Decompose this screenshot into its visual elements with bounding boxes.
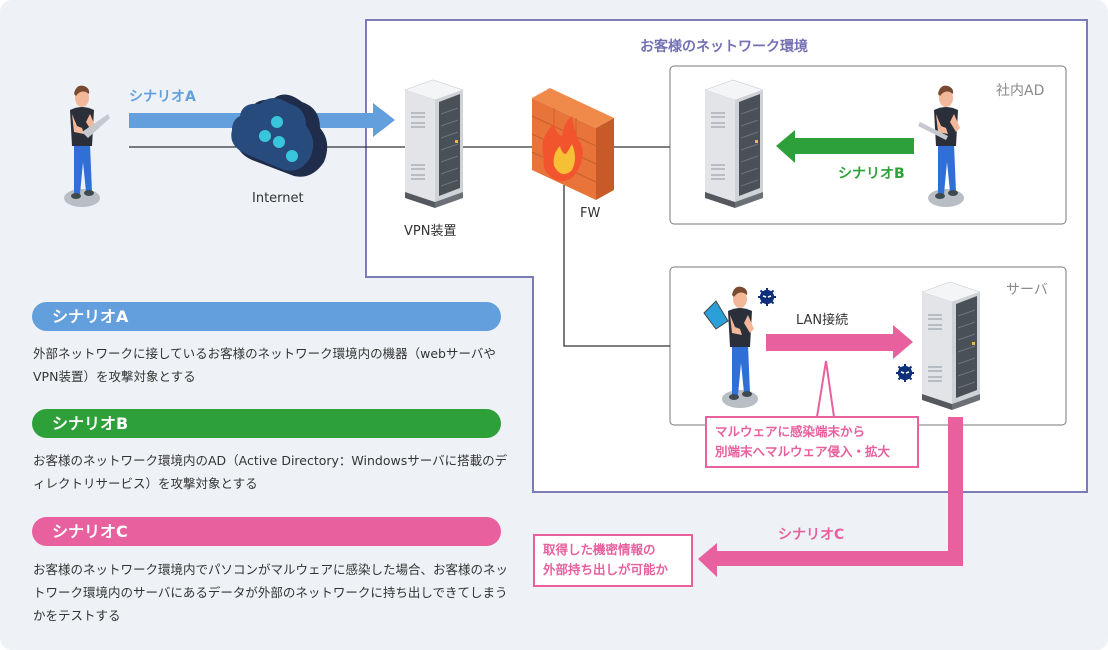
scenario-b-description: お客様のネットワーク環境内のAD（Active Directory：Window… xyxy=(33,453,508,491)
vpn-server-icon xyxy=(404,79,464,209)
virus-icon xyxy=(757,287,777,307)
internal-ad-box xyxy=(669,65,1067,225)
exfiltration-callout: 取得した機密情報の 外部持ち出しが可能か xyxy=(533,534,693,587)
scenario-a-arrow-label: シナリオA xyxy=(129,89,196,105)
environment-title: お客様のネットワーク環境 xyxy=(640,39,808,55)
exfil-line-1: 取得した機密情報の xyxy=(543,542,656,557)
attacker-person-icon xyxy=(64,85,110,207)
server-box-label: サーバ xyxy=(1006,282,1048,298)
ad-box-label: 社内AD xyxy=(996,83,1045,99)
callout-line-1: マルウェアに感染端末から xyxy=(715,424,866,439)
internal-user-icon xyxy=(918,85,964,207)
exfil-line-2: 外部持ち出しが可能か xyxy=(543,562,669,577)
malware-spread-callout: マルウェアに感染端末から 別端末へマルウェア侵入・拡大 xyxy=(705,416,919,468)
virus-icon xyxy=(895,363,915,383)
fw-label: FW xyxy=(580,206,601,221)
scenario-c-heading: シナリオC xyxy=(32,517,501,546)
scenario-c-arrow-label: シナリオC xyxy=(778,527,845,543)
firewall-icon xyxy=(531,88,614,200)
callout-line-2: 別端末へマルウェア侵入・拡大 xyxy=(715,444,891,459)
scenario-c-arrow xyxy=(698,417,963,577)
scenario-b-heading: シナリオB xyxy=(32,409,501,438)
infected-user-icon xyxy=(703,286,758,408)
cloud-icon xyxy=(231,94,328,177)
scenario-c-description: お客様のネットワーク環境内でパソコンがマルウェアに感染した場合、お客様のネットワ… xyxy=(33,562,509,623)
target-server-icon xyxy=(921,281,981,411)
ad-server-icon xyxy=(704,79,764,209)
scenario-b-arrow-label: シナリオB xyxy=(838,166,905,182)
scenario-a-heading: シナリオA xyxy=(32,302,501,331)
scenario-b-arrow xyxy=(776,130,914,163)
internet-label: Internet xyxy=(252,191,304,206)
scenario-a-description: 外部ネットワークに接しているお客様のネットワーク環境内の機器（webサーバやVP… xyxy=(33,346,496,384)
vpn-label: VPN装置 xyxy=(404,224,457,239)
lan-arrow xyxy=(766,325,913,359)
lan-label: LAN接続 xyxy=(796,313,849,328)
